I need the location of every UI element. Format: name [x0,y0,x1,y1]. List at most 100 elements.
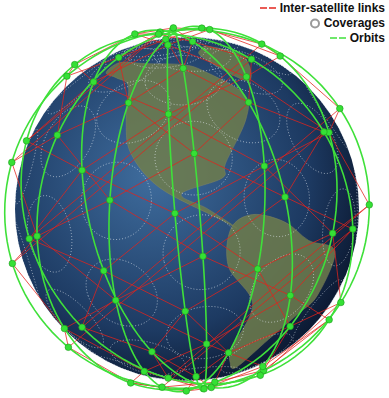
legend-sample [259,1,277,15]
satellite [282,194,289,201]
satellite [287,292,294,299]
inter-satellite-link [329,109,340,133]
satellite [225,349,232,356]
satellite [200,253,207,260]
inter-satellite-link [162,229,353,387]
satellite [326,316,333,323]
satellite [277,53,284,60]
satellite [165,111,172,118]
inter-satellite-link [185,269,257,311]
orbit [109,26,265,391]
orbit [82,30,293,388]
inter-satellite-link [37,236,116,300]
coverage-circle [41,106,96,177]
inter-satellite-link [37,200,110,236]
satellite [61,325,68,332]
satellite [34,233,41,240]
satellite [71,61,78,68]
satellite [165,375,172,382]
legend-text: Inter-satellite links [279,1,386,15]
satellite [259,41,266,48]
inter-satellite-link [82,109,340,328]
satellite [127,380,134,387]
inter-satellite-link [264,166,332,233]
coverage-circle [166,306,243,358]
satellite [261,163,268,170]
inter-satellite-link [183,68,248,102]
satellite [26,235,33,242]
satellite [350,226,357,233]
inter-satellite-link [203,256,290,295]
orbit [37,28,337,390]
inter-satellite-link [249,59,252,102]
inter-satellite-link [264,133,329,167]
legend-sample [329,31,347,45]
satellite [107,197,114,204]
satellite [191,150,198,157]
inter-satellite-link [168,205,369,378]
satellite [159,384,166,391]
satellite [9,260,16,267]
satellite [165,42,172,49]
satellite [90,79,97,86]
legend-text: Orbits [349,31,386,45]
coverage-circle [244,159,309,236]
satellite [203,341,210,348]
inter-satellite-link [229,326,291,352]
inter-satellite-link [290,229,352,295]
coverage-circle [15,129,37,204]
legend-entry: Orbits [259,30,386,45]
orbit [21,34,353,384]
legend: Inter-satellite linksCoveragesOrbits [259,0,386,45]
inter-satellite-link [290,295,329,319]
inter-satellite-link [57,103,128,135]
inter-satellite-link [26,141,82,170]
satellite [141,368,148,375]
satellite [337,105,344,112]
satellite [182,308,189,315]
inter-satellite-link [168,114,264,166]
satellite [201,386,208,393]
coverage-circle [28,196,72,273]
satellite [155,31,162,38]
inter-satellite-link [183,42,192,69]
satellite [100,268,107,275]
satellite [248,56,255,63]
satellite [149,349,156,356]
inter-satellite-link [194,153,285,197]
satellite [206,26,213,33]
inter-satellite-link [82,114,168,170]
inter-satellite-link [210,30,281,56]
satellite [329,230,336,237]
satellite [172,210,179,217]
satellite [54,132,61,139]
legend-entry: Coverages [259,15,386,30]
satellite [208,384,215,391]
inter-satellite-link [194,102,248,153]
inter-satellite-link [333,233,341,302]
satellite [79,167,86,174]
legend-sample [303,16,321,30]
satellite [321,129,328,136]
inter-satellite-link [128,68,183,102]
inter-satellite-link [193,42,252,60]
legend-text: Coverages [323,16,386,30]
inter-satellite-link [196,353,229,377]
inter-satellite-link [116,256,203,300]
satellite [180,65,187,72]
satellite [79,324,86,331]
inter-satellite-link [26,32,160,141]
satellite [115,54,122,61]
satellite [338,299,345,306]
coverage-circle [207,80,280,143]
satellite [193,373,200,380]
satellite [23,138,30,145]
coverage-circle [81,162,151,239]
satellite [189,38,196,45]
satellite [243,74,250,81]
inter-satellite-link [68,132,324,347]
inter-satellite-link [12,162,37,236]
inter-satellite-link [12,59,251,263]
inter-satellite-link [175,213,258,269]
